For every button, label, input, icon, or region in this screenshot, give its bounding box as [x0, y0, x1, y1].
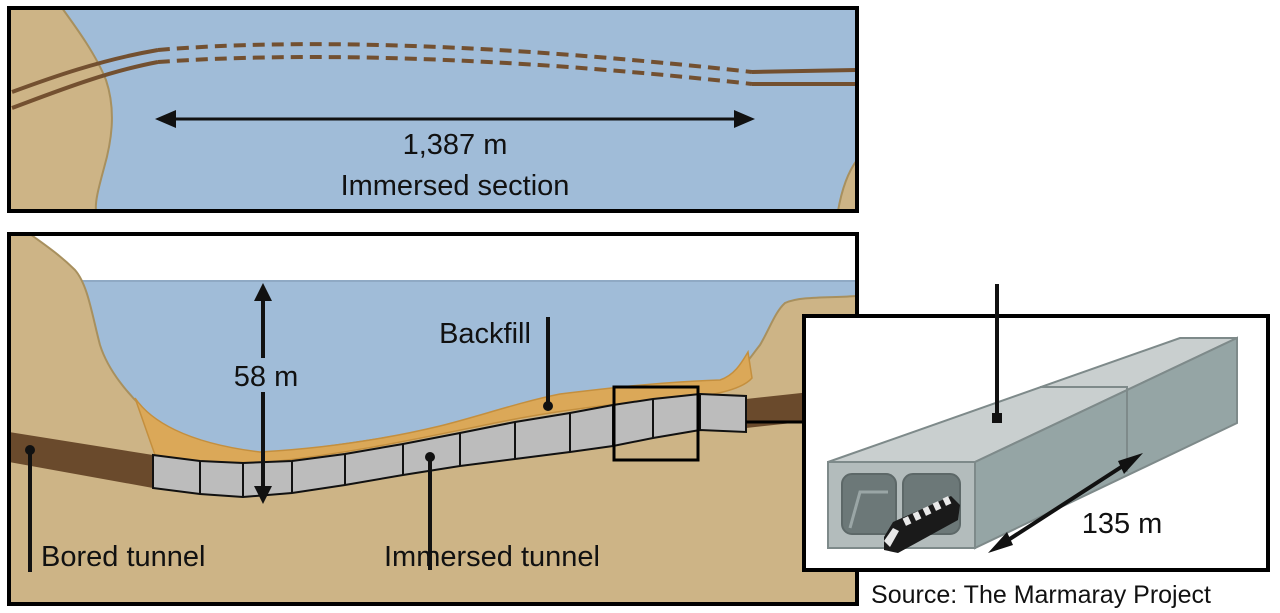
length-label: 135 m	[1082, 508, 1163, 540]
element-highlight-box	[612, 385, 700, 462]
distance-arrow	[155, 110, 755, 128]
element-joint	[1040, 386, 1128, 472]
immersed-tunnel-marker	[425, 452, 435, 462]
distance-label: 1,387 m	[403, 129, 508, 161]
backfill-label: Backfill	[439, 318, 531, 350]
element-inset-panel: 135 m	[802, 284, 1270, 572]
backfill-layer	[134, 349, 753, 464]
plan-tunnel-route	[11, 42, 857, 110]
element-pointer-marker	[992, 413, 1002, 423]
source-caption: Source: The Marmaray Project	[871, 581, 1211, 609]
bored-tunnel-label: Bored tunnel	[41, 541, 205, 573]
depth-arrow	[254, 283, 272, 504]
profile-panel: 58 m Backfill Bored tunnel Immersed tunn…	[7, 232, 859, 606]
plan-view-panel: 1,387 m Immersed section	[7, 6, 859, 213]
backfill-marker	[543, 401, 553, 411]
immersed-tunnel-label: Immersed tunnel	[384, 541, 600, 573]
length-arrow	[988, 453, 1143, 553]
plan-frame	[7, 6, 859, 213]
tube-left	[841, 473, 897, 535]
plan-left-shore	[8, 7, 113, 212]
bored-tunnel-marker	[25, 445, 35, 455]
plan-water	[9, 8, 857, 211]
section-label: Immersed section	[341, 170, 570, 202]
train-icon	[884, 496, 960, 553]
bored-tunnel-left	[9, 432, 153, 488]
depth-label: 58 m	[234, 361, 298, 393]
